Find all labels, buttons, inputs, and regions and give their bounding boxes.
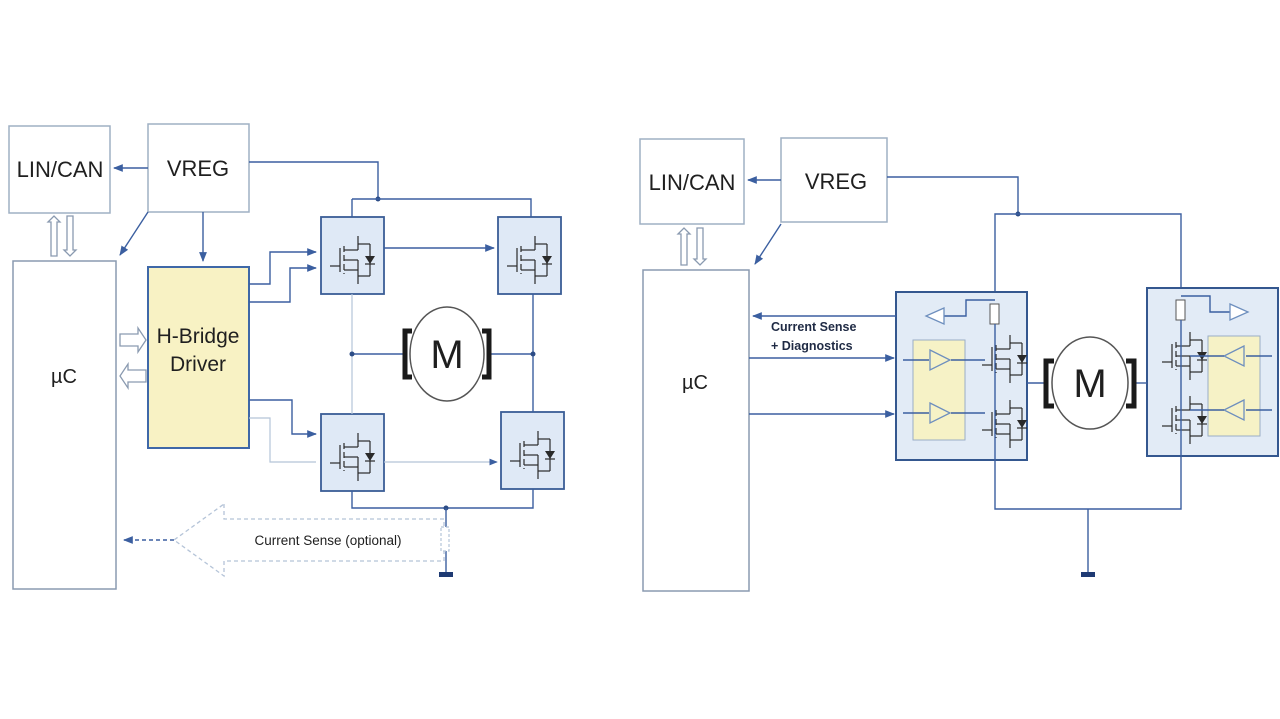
left-current-sense-amplifier bbox=[123, 502, 450, 578]
left-mosfet-low-side-2 bbox=[500, 411, 565, 490]
left-motor-label: M bbox=[430, 333, 463, 377]
left-bridge-return-wire bbox=[351, 489, 534, 509]
right-ihb1-sense-amp bbox=[924, 306, 945, 326]
left-vreg-block bbox=[147, 123, 250, 213]
right-diagnostics-label: + Diagnostics bbox=[771, 339, 853, 353]
left-lin-can-label: LIN/CAN bbox=[17, 157, 104, 182]
right-supply-rail bbox=[994, 213, 1182, 293]
right-ihb2-amp-1 bbox=[1222, 344, 1245, 368]
left-vreg-to-mcu-arrow bbox=[119, 211, 149, 256]
right-vreg-supply-wire bbox=[887, 176, 1019, 214]
right-microcontroller-label: µC bbox=[682, 372, 708, 394]
right-ihb2-sense-resistor bbox=[1175, 299, 1186, 321]
right-vreg-to-mcu-arrow bbox=[754, 223, 782, 265]
left-mosfet-high-side-1 bbox=[320, 216, 385, 295]
left-mosfet-high-side-2 bbox=[497, 216, 562, 295]
left-diagram: LIN/CAN VREG µC H-Bridge Driver bbox=[8, 123, 565, 590]
right-microcontroller-block bbox=[642, 269, 750, 592]
right-ihb1-sense-wire bbox=[944, 299, 995, 317]
left-gate-wire-ls1 bbox=[249, 399, 317, 438]
left-mosfet-low-side-1 bbox=[320, 413, 385, 492]
right-ground-symbol bbox=[1081, 572, 1095, 577]
right-diagram: LIN/CAN VREG µC bbox=[639, 137, 1279, 592]
right-vreg-label: VREG bbox=[805, 169, 867, 194]
right-return-wire bbox=[994, 456, 1182, 510]
left-motor: M bbox=[402, 306, 492, 402]
right-ihb2-driver-stage bbox=[1207, 335, 1261, 437]
right-ihb1-driver-stage bbox=[912, 339, 966, 441]
right-lin-can-label: LIN/CAN bbox=[649, 170, 736, 195]
left-node-b bbox=[530, 351, 536, 357]
right-ihb1-amp-1 bbox=[929, 348, 952, 372]
left-shunt-resistor bbox=[440, 526, 450, 552]
left-current-sense-label: Current Sense (optional) bbox=[254, 533, 401, 548]
left-mcu-driver-double-arrow bbox=[119, 325, 147, 391]
right-vreg-block bbox=[780, 137, 888, 223]
right-bus-double-arrow bbox=[676, 227, 708, 266]
left-gate-wire-ls1b bbox=[249, 417, 316, 463]
right-ihb2-sense-wire bbox=[1181, 295, 1230, 313]
left-vreg-label: VREG bbox=[167, 156, 229, 181]
left-node-a bbox=[349, 351, 355, 357]
right-ihb2-sense-amp bbox=[1229, 302, 1250, 322]
right-current-sense-label: Current Sense bbox=[771, 320, 856, 334]
right-lin-can-block bbox=[639, 138, 745, 225]
h-bridge-driver-label-line1: H-Bridge bbox=[157, 325, 240, 348]
left-microcontroller-label: µC bbox=[51, 366, 77, 388]
left-gate-wire-hs1 bbox=[249, 248, 317, 285]
h-bridge-driver-label-line2: Driver bbox=[170, 353, 226, 376]
left-gate-wire-hs1b bbox=[249, 264, 317, 303]
h-bridge-driver-block bbox=[147, 266, 250, 449]
right-motor: M bbox=[1043, 336, 1137, 430]
right-motor-label: M bbox=[1073, 362, 1106, 406]
left-supply-to-hs2 bbox=[352, 198, 532, 218]
left-lin-can-block bbox=[8, 125, 111, 214]
left-bus-double-arrow bbox=[46, 215, 78, 257]
left-ground-symbol bbox=[439, 572, 453, 577]
right-ihb1-amp-2 bbox=[929, 401, 952, 425]
right-ihb2-amp-2 bbox=[1222, 398, 1245, 422]
right-ihb1-sense-resistor bbox=[989, 303, 1000, 325]
left-microcontroller-block bbox=[12, 260, 117, 590]
left-vreg-supply-wire bbox=[249, 161, 379, 199]
